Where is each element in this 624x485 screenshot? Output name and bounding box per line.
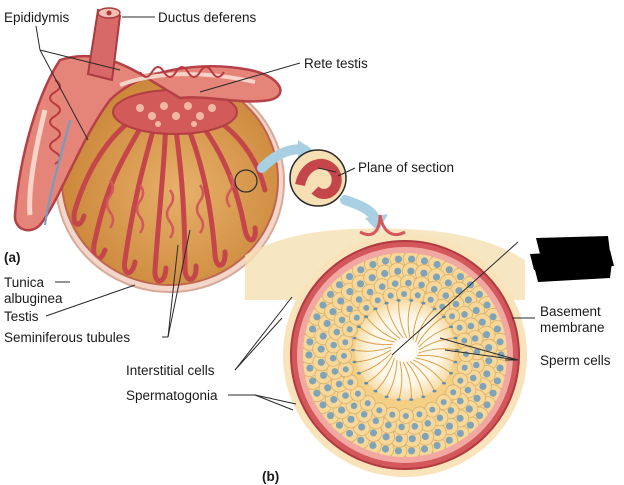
tubule-cross-section (245, 214, 527, 477)
label-plane-of-section: Plane of section (358, 160, 454, 175)
panel-label-b: (b) (262, 469, 279, 484)
label-basement-membrane-line2: membrane (540, 320, 605, 335)
testis-illustration (13, 7, 285, 293)
section-inset (289, 149, 347, 207)
label-ductus-deferens: Ductus deferens (158, 10, 257, 25)
panel-label-a: (a) (4, 250, 21, 265)
label-sperm-cells: Sperm cells (540, 353, 611, 368)
redaction-mark (530, 236, 614, 282)
label-rete-testis: Rete testis (304, 56, 368, 71)
sperm-cells-drawing (351, 299, 459, 401)
label-basement-membrane-line1: Basement (540, 304, 601, 319)
spermatogenic-cells (303, 253, 507, 457)
label-tunica-albuginea-line2: albuginea (4, 291, 63, 306)
leader-lines (35, 16, 535, 411)
label-testis: Testis (4, 309, 39, 324)
seminiferous-tubules-drawing (71, 105, 268, 284)
lumen (355, 300, 455, 400)
label-seminiferous-tubules: Seminiferous tubules (4, 330, 130, 345)
label-interstitial-cells: Interstitial cells (126, 363, 215, 378)
section-marker (234, 169, 258, 193)
label-epididymis: Epididymis (4, 10, 70, 25)
label-tunica-albuginea-line1: Tunica (4, 275, 45, 290)
label-spermatogonia: Spermatogonia (126, 388, 218, 403)
